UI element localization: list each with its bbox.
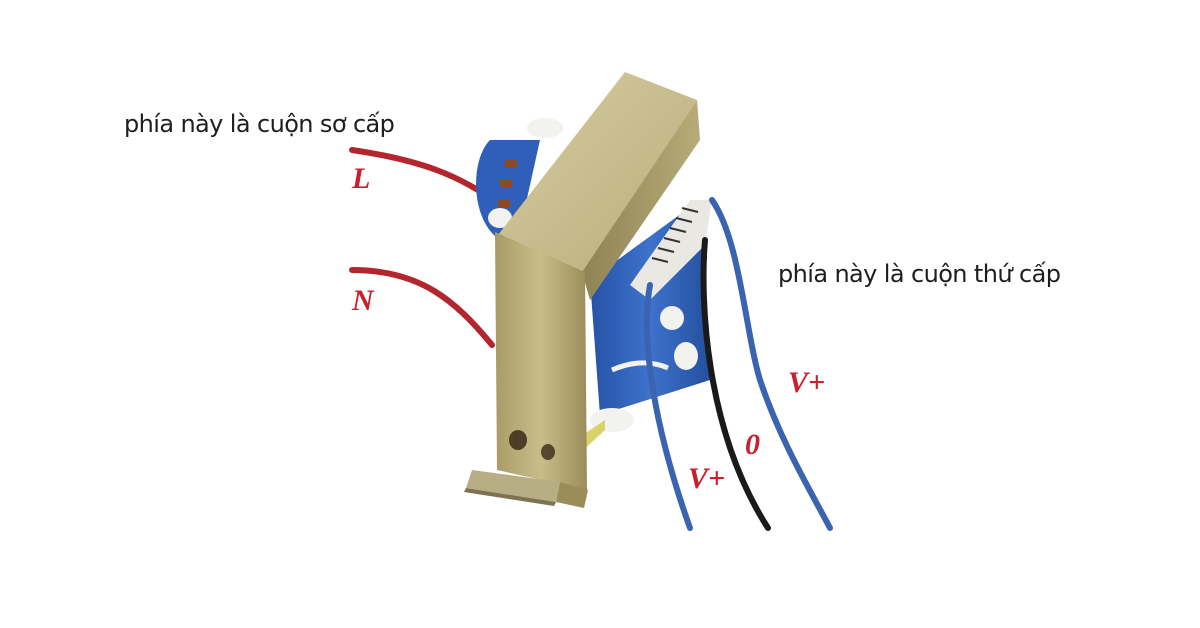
label-live-L: L <box>352 162 371 195</box>
label-secondary-vplus-right: V+ <box>788 366 826 399</box>
primary-coil <box>476 118 563 240</box>
primary-side-caption: phía này là cuộn sơ cấp <box>124 110 395 138</box>
secondary-side-caption: phía này là cuộn thứ cấp <box>778 260 1061 288</box>
secondary-wires <box>643 197 833 531</box>
transformer-core <box>464 72 700 508</box>
label-secondary-vplus-left: V+ <box>688 462 726 495</box>
label-neutral-N: N <box>352 284 374 317</box>
label-secondary-zero: 0 <box>745 428 760 461</box>
